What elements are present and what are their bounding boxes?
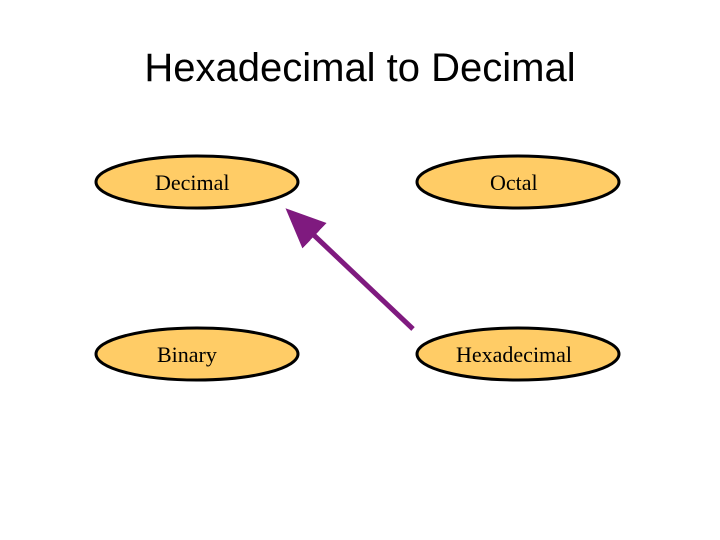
node-octal-label: Octal [490,170,538,195]
arrow-hexadecimal-to-decimal [285,208,415,331]
node-hexadecimal-label: Hexadecimal [456,342,572,367]
node-octal: Octal [415,154,621,210]
slide-title: Hexadecimal to Decimal [144,46,576,90]
node-hexadecimal: Hexadecimal [415,326,621,382]
node-binary-label: Binary [157,342,217,367]
node-decimal: Decimal [94,154,300,210]
node-binary: Binary [94,326,300,382]
node-decimal-label: Decimal [155,170,230,195]
